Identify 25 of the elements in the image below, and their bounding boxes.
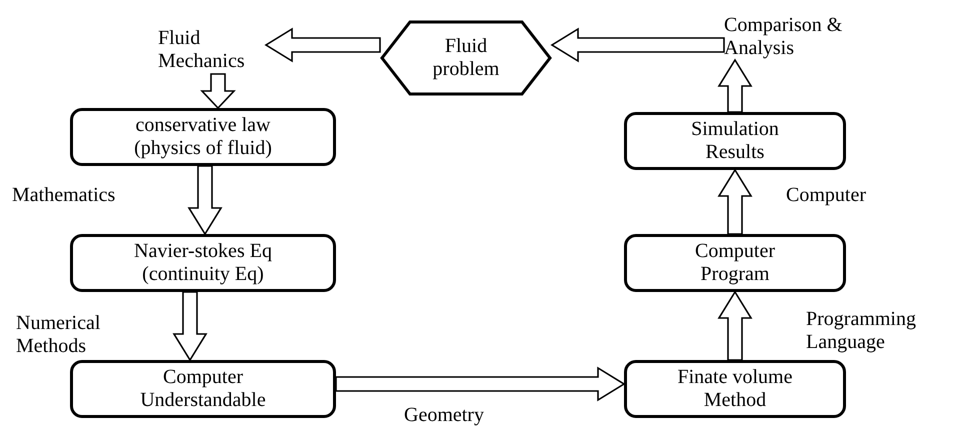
node-label: conservative law (physics of fluid) [133, 114, 273, 160]
node-label: Comparison & Analysis [724, 14, 844, 60]
process-box [624, 360, 846, 418]
process-box [624, 234, 846, 292]
block-arrow [335, 366, 626, 402]
node-label: Simulation Results [690, 118, 780, 164]
block-arrow [200, 73, 236, 110]
process-box [624, 112, 846, 170]
node-label: Finate volume Method [676, 366, 794, 412]
block-arrow [718, 168, 752, 235]
hexagon-node [380, 20, 552, 96]
block-arrow [718, 290, 752, 361]
node-label: Computer Understandable [139, 366, 267, 412]
block-arrow [172, 291, 208, 362]
node-label: Fluid problem [432, 35, 500, 81]
process-box [70, 234, 336, 292]
node-label: Fluid Mechanics [158, 27, 246, 73]
node-label: Computer Program [694, 240, 776, 286]
process-box [70, 108, 336, 166]
block-arrow [264, 28, 381, 62]
process-box [70, 360, 336, 418]
block-arrow [188, 165, 222, 236]
block-arrow [550, 28, 725, 62]
node-label: Navier-stokes Eq (continuity Eq) [133, 240, 273, 286]
block-arrow [718, 58, 752, 113]
